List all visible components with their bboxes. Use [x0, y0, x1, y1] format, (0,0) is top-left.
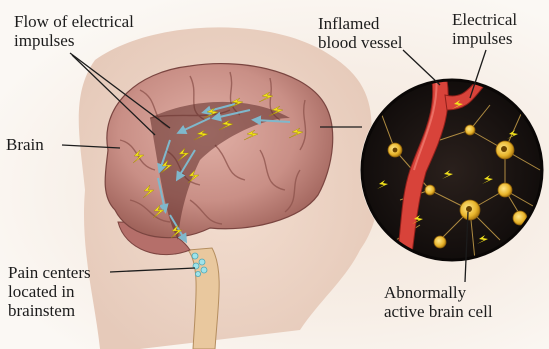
magnified-view — [360, 70, 544, 270]
label-pain-centers: Pain centers located in brainstem — [8, 263, 91, 320]
label-abnormally-active-brain-cell: Abnormally active brain cell — [384, 283, 493, 321]
label-brain: Brain — [6, 135, 44, 154]
label-flow-of-electrical-impulses: Flow of electrical impulses — [14, 12, 134, 50]
label-inflamed-blood-vessel: Inflamed blood vessel — [318, 14, 403, 52]
label-electrical-impulses: Electrical impulses — [452, 10, 517, 48]
